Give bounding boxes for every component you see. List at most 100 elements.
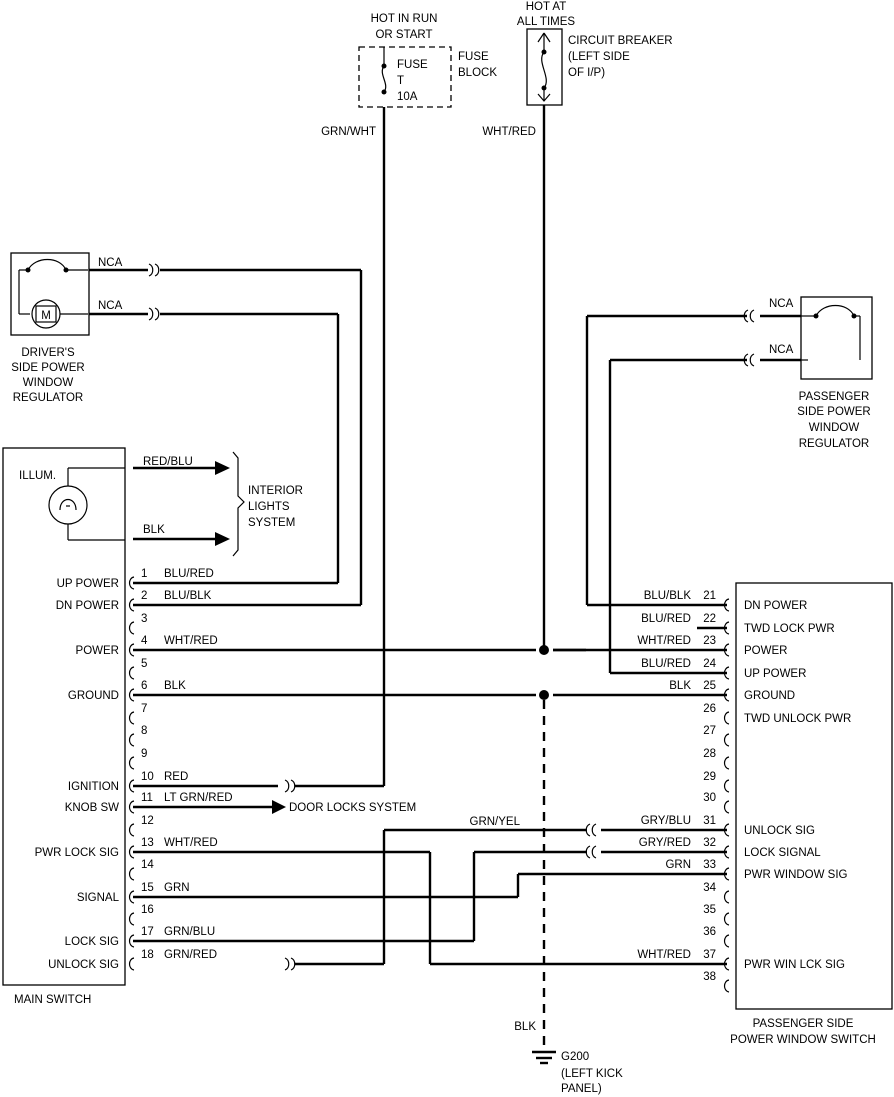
breaker-hot-label-2: ALL TIMES: [517, 16, 575, 28]
motor-label: M: [41, 310, 51, 322]
passenger-pin-number: 21: [703, 590, 716, 602]
passenger-regulator-box: [800, 296, 873, 380]
pin-bracket-icon: [128, 957, 135, 971]
passenger-pin-label: UNLOCK SIG: [744, 825, 815, 837]
pin-bracket-icon: [723, 912, 730, 926]
inline-connectors: [148, 263, 755, 971]
pin-bracket-icon: [128, 576, 135, 590]
main-pin-number: 1: [141, 568, 147, 580]
passenger-window-regulator: NCA NCA PASSENGER SIDE POWER WINDOW REGU…: [760, 296, 873, 450]
ground-id: G200: [561, 1051, 589, 1063]
passenger-pin-number: 32: [703, 837, 716, 849]
passenger-pin-number: 38: [703, 971, 716, 983]
pin-bracket-icon: [128, 823, 135, 837]
main-pin-wire: RED: [164, 771, 188, 783]
passenger-pin-number: 35: [703, 904, 716, 916]
main-pin-label: SIGNAL: [77, 892, 120, 904]
passenger-pin-label: GROUND: [744, 690, 795, 702]
main-pin-label: GROUND: [68, 690, 119, 702]
main-pin-wire: GRN/BLU: [164, 926, 215, 938]
main-pin-label: IGNITION: [68, 781, 119, 793]
main-pin-wire: BLK: [164, 680, 186, 692]
passenger-pin-label: TWD UNLOCK PWR: [744, 713, 851, 725]
passenger-pin-wire: BLK: [669, 680, 691, 692]
driver-regulator-label-4: REGULATOR: [13, 392, 84, 404]
interior-arrow-1-icon: [215, 461, 230, 475]
main-pin-number: 9: [141, 748, 147, 760]
main-switch: MAIN SWITCH ILLUM. RED/BLU BLK INTERIOR …: [2, 447, 303, 1006]
passenger-pin-number: 26: [703, 703, 716, 715]
driver-regulator-label-1: DRIVER'S: [21, 347, 75, 359]
main-pin-number: 2: [141, 590, 147, 602]
passenger-pin-label: POWER: [744, 645, 787, 657]
passenger-regulator-label-3: WINDOW: [809, 422, 860, 434]
driver-regulator-label-3: WINDOW: [23, 377, 74, 389]
passenger-pin-label: TWD LOCK PWR: [744, 623, 835, 635]
passenger-pin-number: 34: [703, 882, 716, 894]
passenger-pin-wire: GRY/RED: [639, 837, 691, 849]
fuse-block-label-2: BLOCK: [458, 67, 497, 79]
fuse-element-icon: [381, 65, 387, 93]
main-pin-number: 3: [141, 613, 147, 625]
pin-bracket-icon: [723, 779, 730, 793]
interior-bracket: [232, 451, 245, 557]
pin-bracket-icon: [128, 598, 135, 612]
ground-location-1: (LEFT KICK: [561, 1068, 623, 1080]
pin-bracket-icon: [128, 756, 135, 770]
passenger-switch-title-1: PASSENGER SIDE: [753, 1018, 854, 1030]
main-pin-wire: LT GRN/RED: [164, 792, 233, 804]
main-switch-title: MAIN SWITCH: [14, 994, 91, 1006]
main-pin-wire: WHT/RED: [164, 837, 218, 849]
main-pin-label: KNOB SW: [65, 802, 119, 814]
passenger-pin-wire: GRY/BLU: [641, 815, 691, 827]
pin-bracket-icon: [128, 912, 135, 926]
main-pin-label: UNLOCK SIG: [48, 959, 119, 971]
main-pin-wire: GRN: [164, 882, 190, 894]
interior-label-1: INTERIOR: [248, 485, 303, 497]
pin-bracket-icon: [723, 800, 730, 814]
inline-connector-icon: [284, 779, 296, 793]
pin-bracket-icon: [128, 779, 135, 793]
ground-wire-label: BLK: [514, 1021, 536, 1033]
inline-connector-icon: [148, 263, 160, 277]
main-pin-number: 14: [141, 859, 154, 871]
main-pin-wire: BLU/RED: [164, 568, 214, 580]
passenger-pin-wire: GRN: [665, 859, 691, 871]
breaker-wire-label: WHT/RED: [482, 126, 536, 138]
passenger-pin-number: 25: [703, 680, 716, 692]
passenger-pin-label: UP POWER: [744, 668, 806, 680]
inline-connector-icon: [743, 309, 755, 323]
pin-bracket-icon: [723, 711, 730, 725]
passenger-pin-number: 24: [703, 658, 716, 670]
main-pin-number: 8: [141, 725, 147, 737]
main-pin-number: 15: [141, 882, 154, 894]
fuse-label-3: 10A: [397, 91, 418, 103]
passenger-pin-number: 30: [703, 792, 716, 804]
pin-bracket-icon: [723, 756, 730, 770]
pin-bracket-icon: [128, 733, 135, 747]
main-pin-wire: BLU/BLK: [164, 590, 212, 602]
passenger-regulator-label-1: PASSENGER: [799, 391, 870, 403]
pin-bracket-icon: [128, 688, 135, 702]
main-switch-box: [2, 447, 126, 986]
passenger-pin-number: 37: [703, 949, 716, 961]
main-pin-label: POWER: [76, 645, 119, 657]
fuse-block: HOT IN RUN OR START FUSE T 10A FUSE BLOC…: [321, 13, 497, 138]
illumination-bulb-icon: [48, 485, 88, 525]
inline-connector-icon: [148, 307, 160, 321]
passenger-nca-2: NCA: [769, 344, 794, 356]
passenger-regulator-label-2: SIDE POWER: [797, 406, 870, 418]
main-pin-number: 17: [141, 926, 154, 938]
passenger-pin-number: 28: [703, 748, 716, 760]
breaker-arrow-up-icon: [537, 32, 551, 43]
pin-bracket-icon: [723, 733, 730, 747]
illum-label: ILLUM.: [19, 470, 56, 482]
passenger-pin-wire: WHT/RED: [637, 949, 691, 961]
passenger-regulator-label-4: REGULATOR: [799, 438, 870, 450]
power-splice: [539, 645, 549, 655]
main-pin-label: UP POWER: [57, 578, 119, 590]
driver-nca-2: NCA: [98, 300, 123, 312]
passenger-pin-number: 22: [703, 613, 716, 625]
